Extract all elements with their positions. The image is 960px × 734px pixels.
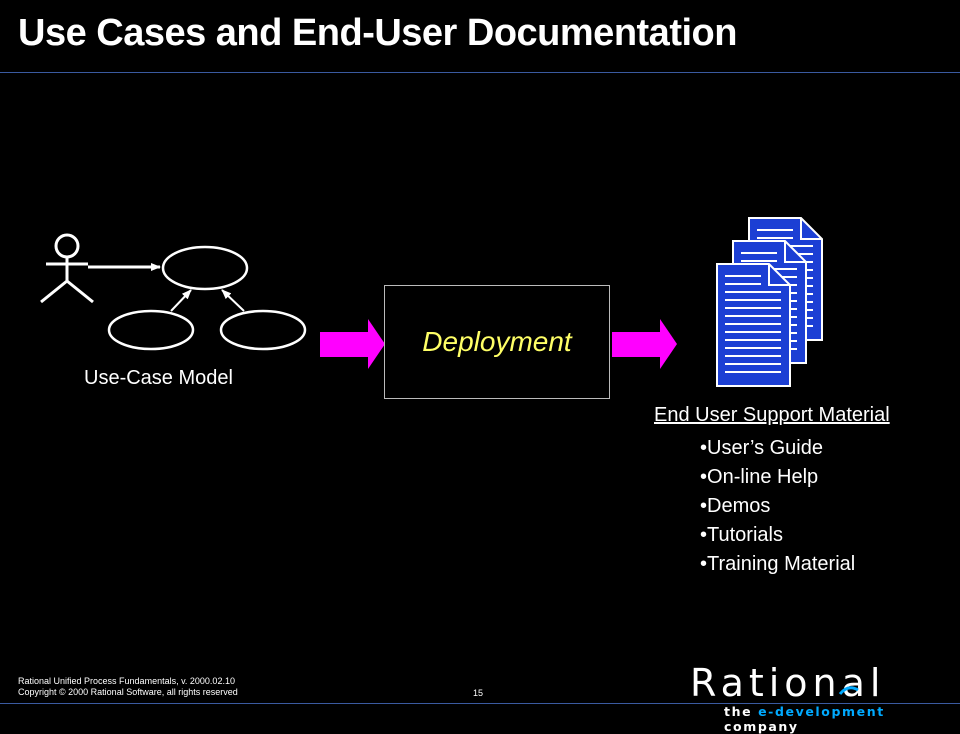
document-stack-icon: [716, 217, 823, 387]
logo-wordmark: Rational: [690, 661, 886, 705]
use-case-ellipse-right: [219, 309, 307, 351]
material-item: Tutorials: [700, 521, 890, 550]
deployment-label: Deployment: [422, 326, 572, 357]
footer-divider: [0, 703, 960, 704]
footer-copyright: Rational Unified Process Fundamentals, v…: [18, 676, 238, 698]
page-number: 15: [473, 688, 484, 698]
footer-line-2: Copyright © 2000 Rational Software, all …: [18, 687, 238, 697]
logo-tagline: the e-development company: [690, 704, 952, 734]
logo-swoosh-icon: [838, 686, 859, 695]
material-item: On-line Help: [700, 463, 890, 492]
material-item: User’s Guide: [700, 434, 890, 463]
end-user-material: End User Support Material User’s Guide O…: [654, 404, 890, 579]
tagline-prefix: the: [724, 704, 759, 719]
flow-arrow-in: [320, 319, 385, 369]
tagline-suffix: company: [724, 719, 799, 734]
actor-icon: [40, 233, 94, 304]
material-heading: End User Support Material: [654, 404, 890, 426]
use-case-ellipse-left: [107, 309, 195, 351]
use-case-model-label: Use-Case Model: [84, 367, 233, 389]
footer-line-1: Rational Unified Process Fundamentals, v…: [18, 676, 235, 686]
material-item: Demos: [700, 492, 890, 521]
material-item: Training Material: [700, 550, 890, 579]
use-case-link-right: [221, 289, 245, 312]
flow-arrow-out: [612, 319, 677, 369]
title-divider: [0, 72, 960, 73]
material-list: User’s Guide On-line Help Demos Tutorial…: [654, 434, 890, 579]
slide-title: Use Cases and End-User Documentation: [18, 12, 737, 54]
use-case-model: [40, 233, 307, 351]
tagline-accent: e-development: [758, 704, 885, 719]
use-case-ellipse-top: [161, 245, 249, 291]
rational-logo: Rational the e-development company: [690, 664, 952, 734]
use-case-link-left: [170, 289, 192, 312]
deployment-process-box: Deployment: [384, 285, 610, 399]
